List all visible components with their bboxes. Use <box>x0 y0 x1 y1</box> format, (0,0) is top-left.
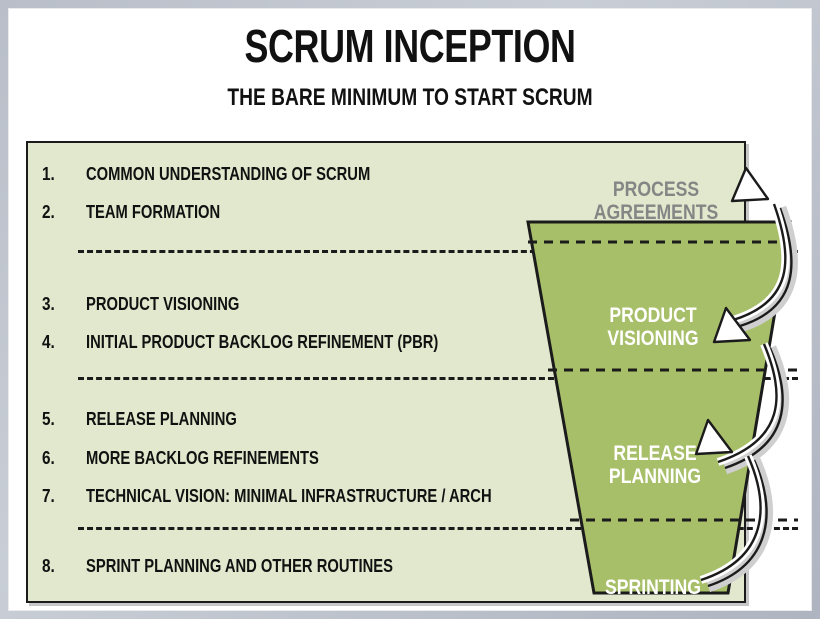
checklist-item: 5. RELEASE PLANNING <box>42 406 270 432</box>
checklist-item-label: SPRINT PLANNING AND OTHER ROUTINES <box>86 555 393 576</box>
checklist-item-number: 7. <box>42 485 55 506</box>
checklist-item-label: PRODUCT VISIONING <box>86 293 240 314</box>
checklist-item-label: RELEASE PLANNING <box>86 408 237 429</box>
checklist-item-number: 6. <box>42 447 55 468</box>
checklist-item: 3. PRODUCT VISIONING <box>42 291 273 317</box>
poster-canvas: SCRUM INCEPTION THE BARE MINIMUM TO STAR… <box>8 8 812 611</box>
funnel-stage-label-product-visioning: PRODUCT VISIONING <box>607 303 699 351</box>
checklist-item: 7. TECHNICAL VISION: MINIMAL INFRASTRUCTU… <box>42 483 581 509</box>
funnel-stage-label-release-planning: RELEASE PLANNING <box>608 441 702 489</box>
checklist-item-number: 2. <box>42 201 55 222</box>
funnel-stage-label-sprinting: SPRINTING <box>604 575 702 599</box>
checklist-item-label: COMMON UNDERSTANDING OF SCRUM <box>86 163 371 184</box>
checklist-item-number: 4. <box>42 331 55 352</box>
checklist-item: 2. TEAM FORMATION <box>42 199 250 225</box>
checklist-item-number: 8. <box>42 555 55 576</box>
checklist-item: 6. MORE BACKLOG REFINEMENTS <box>42 445 370 471</box>
checklist-item-number: 1. <box>42 163 55 184</box>
page-title: SCRUM INCEPTION <box>244 20 576 72</box>
section-divider-3 <box>78 527 798 530</box>
section-divider-2 <box>78 377 798 380</box>
section-divider-1 <box>78 250 798 253</box>
page-subtitle: THE BARE MINIMUM TO START SCRUM <box>227 84 593 111</box>
checklist-item-label: TEAM FORMATION <box>86 201 221 222</box>
checklist-item-label: TECHNICAL VISION: MINIMAL INFRASTRUCTURE… <box>86 485 492 506</box>
funnel-stage-label-process-agreements: PROCESS AGREEMENTS <box>593 177 719 225</box>
checklist-item-number: 3. <box>42 293 55 314</box>
checklist-item-label: MORE BACKLOG REFINEMENTS <box>86 447 319 468</box>
checklist-item-number: 5. <box>42 408 55 429</box>
checklist-item-label: INITIAL PRODUCT BACKLOG REFINEMENT (PBR) <box>86 331 439 352</box>
checklist-item: 8. SPRINT PLANNING AND OTHER ROUTINES <box>42 553 460 579</box>
checklist-item: 4. INITIAL PRODUCT BACKLOG REFINEMENT (PB… <box>42 329 516 355</box>
checklist-item: 1. COMMON UNDERSTANDING OF SCRUM <box>42 161 433 187</box>
